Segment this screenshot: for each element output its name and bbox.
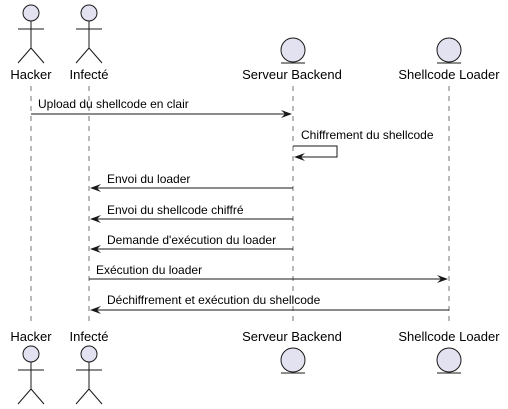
entity-backend-bottom: Serveur Backend [242,329,342,374]
entity-loader-bottom: Shellcode Loader [398,329,500,374]
arrowhead-icon [90,306,101,314]
arrowhead-icon [90,184,101,192]
stick-figure-icon [17,4,45,64]
message-label: Upload du shellcode en clair [38,97,189,111]
participant-label: Serveur Backend [242,329,342,344]
message-6: Exécution du loader [89,263,448,283]
entity-loader-top: Shellcode Loader [398,37,500,82]
message-label: Chiffrement du shellcode [301,128,434,142]
entity-icon [280,347,306,373]
entity-icon [280,37,306,63]
message-label: Déchiffrement et exécution du shellcode [107,293,321,307]
actor-hacker-bottom: Hacker [10,329,52,405]
actor-hacker-top: Hacker [10,4,52,82]
participant-label: Shellcode Loader [398,329,500,344]
arrowhead-icon [294,153,305,161]
stick-figure-icon [75,4,103,64]
arrowhead-icon [90,245,101,253]
arrowhead-icon [437,275,448,283]
message-label: Envoi du loader [107,172,190,186]
actor-infecte-top: Infecté [69,4,109,82]
message-1: Upload du shellcode en clair [31,97,292,118]
stick-figure-icon [75,345,103,405]
message-7: Déchiffrement et exécution du shellcode [90,293,449,314]
participant-label: Shellcode Loader [398,67,500,82]
message-label: Envoi du shellcode chiffré [107,203,244,217]
message-5: Demande d'exécution du loader [90,233,293,253]
entity-icon [436,37,462,63]
message-label: Exécution du loader [96,263,202,277]
participant-label: Hacker [10,67,52,82]
entity-icon [436,347,462,373]
participant-label: Serveur Backend [242,67,342,82]
participant-label: Infecté [69,329,108,344]
message-3: Envoi du loader [90,172,293,192]
arrowhead-icon [281,110,292,118]
participant-label: Hacker [10,329,52,344]
arrowhead-icon [90,215,101,223]
stick-figure-icon [17,345,45,405]
entity-backend-top: Serveur Backend [242,37,342,82]
participant-label: Infecté [69,67,108,82]
message-4: Envoi du shellcode chiffré [90,203,293,223]
message-label: Demande d'exécution du loader [107,233,276,247]
message-2: Chiffrement du shellcode [293,128,434,161]
actor-infecte-bottom: Infecté [69,329,109,405]
